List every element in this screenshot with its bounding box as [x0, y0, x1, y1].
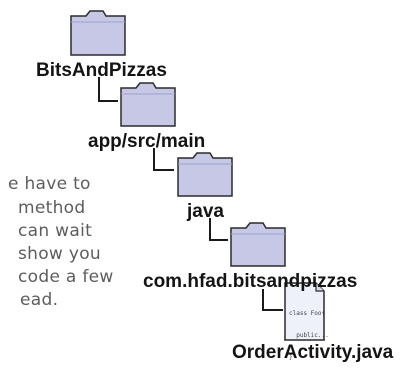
handwritten-note-line: code a few	[18, 267, 114, 287]
handwritten-note-line: ead.	[20, 290, 59, 310]
folder-icon	[70, 10, 126, 56]
connector-3	[209, 218, 228, 241]
connector-2	[153, 148, 174, 171]
code-line: class Foo{	[289, 310, 326, 318]
connector-1	[98, 77, 118, 102]
handwritten-note-line: show you	[18, 244, 101, 264]
file-code-snippet: class Foo{ public... }	[289, 296, 329, 375]
folder-label-java: java	[187, 201, 224, 222]
handwritten-note-line: can wait	[18, 221, 93, 241]
folder-icon	[177, 152, 233, 197]
code-line: public...	[289, 331, 329, 339]
handwritten-note-line: method	[18, 198, 86, 218]
code-line: }	[289, 353, 293, 361]
connector-4	[262, 289, 283, 311]
file-label-orderactivity: OrderActivity.java	[232, 342, 394, 363]
handwritten-note-line: e have to	[8, 174, 91, 194]
folder-label-app-src-main: app/src/main	[88, 131, 206, 152]
folder-icon	[230, 222, 286, 267]
folder-label-bitsandpizzas: BitsAndPizzas	[36, 60, 167, 81]
folder-icon	[120, 82, 176, 127]
folder-label-package: com.hfad.bitsandpizzas	[143, 271, 358, 292]
file-icon	[284, 282, 325, 341]
